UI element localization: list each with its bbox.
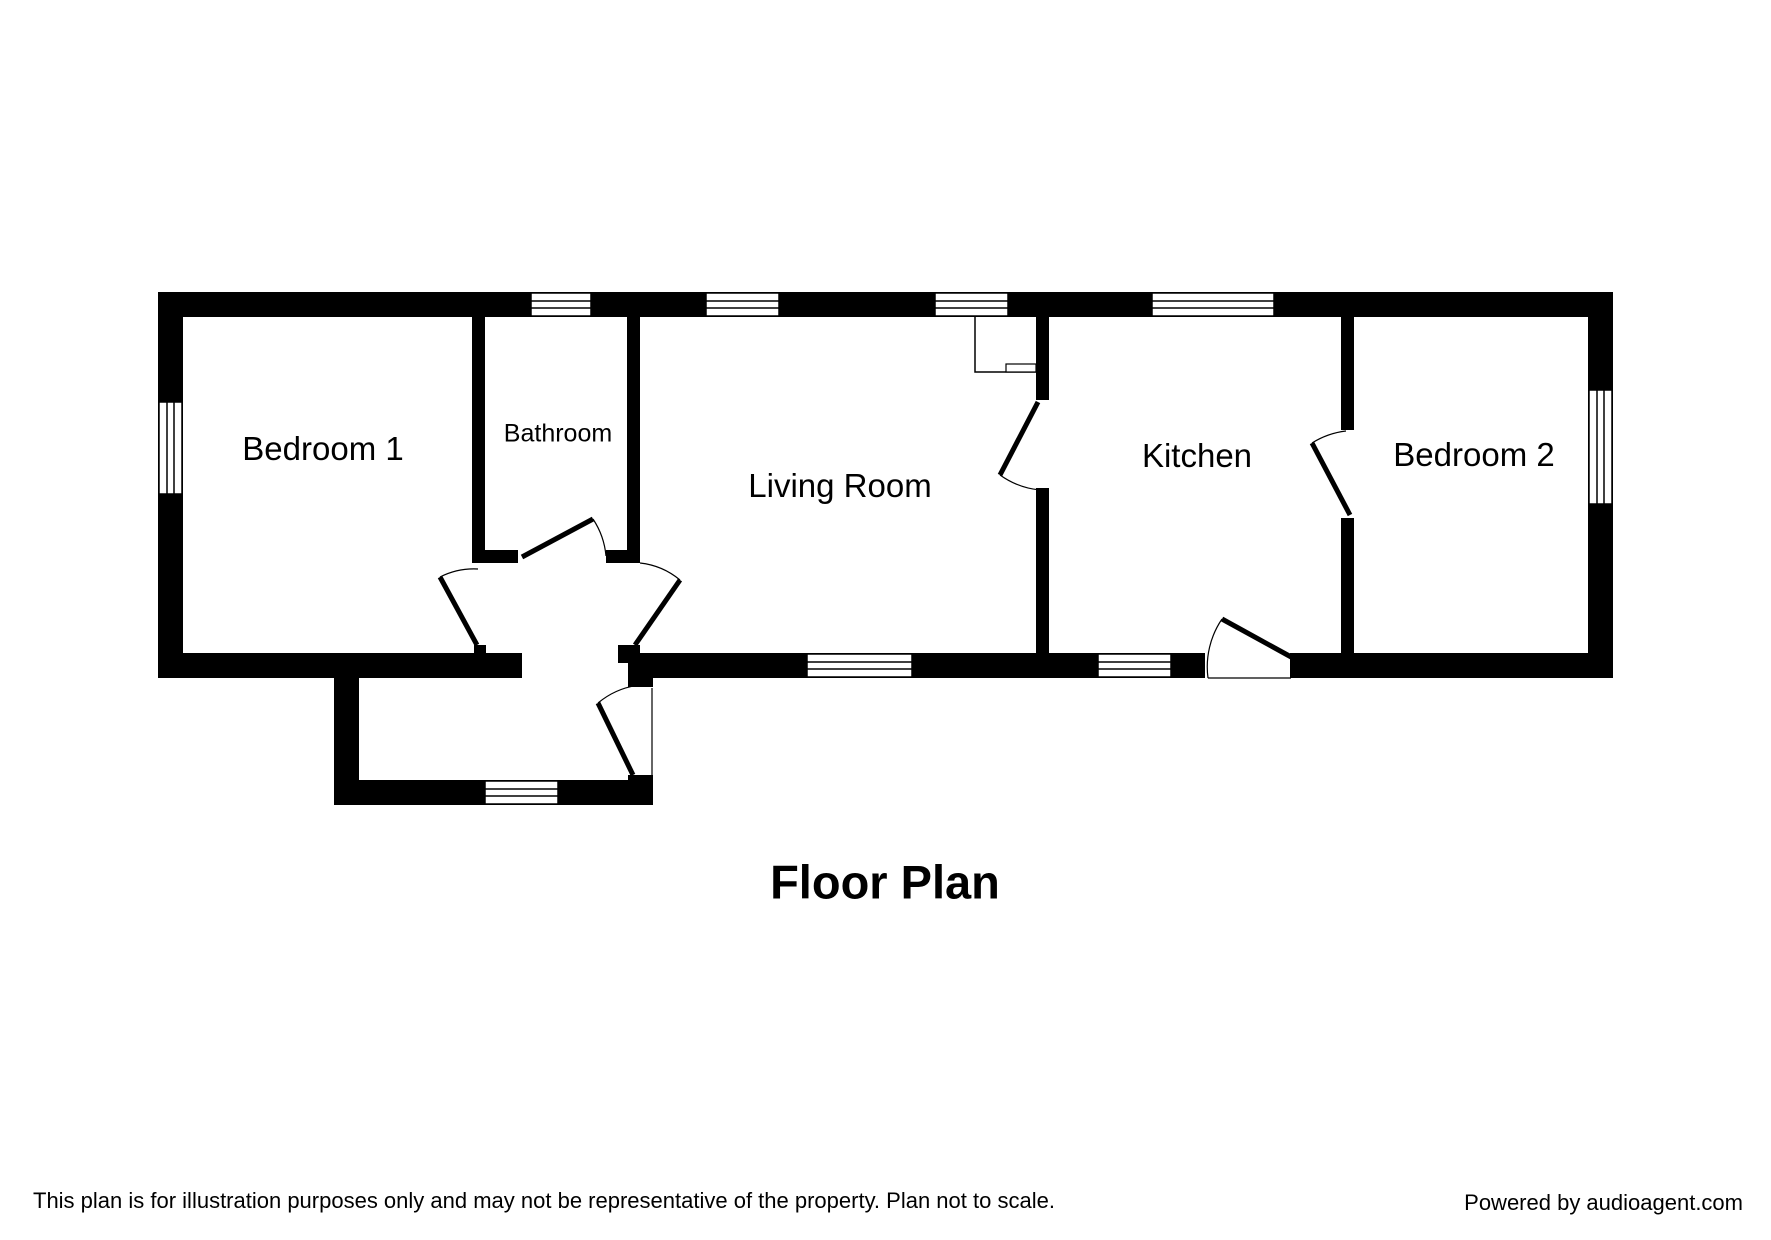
hall-bottom-left-stub: [474, 645, 486, 661]
exterior-walls: [158, 292, 1613, 805]
doors: [437, 400, 1353, 777]
window-kitchen-bottom: [1097, 653, 1172, 678]
interior-walls: [472, 317, 1354, 685]
kitchen-bedroom2-wall-upper: [1341, 317, 1354, 430]
living-kitchen-wall-upper: [1036, 317, 1049, 400]
door-kitchen-back: [1206, 616, 1295, 679]
top-wall: [158, 292, 1613, 317]
window-living-top-2: [934, 292, 1009, 317]
door-bathroom: [520, 516, 607, 560]
window-living-bottom: [806, 653, 913, 678]
bathroom-living-wall: [627, 317, 640, 562]
door-bedroom2: [1309, 430, 1353, 517]
kitchen-bedroom2-wall-lower: [1341, 518, 1354, 658]
window-living-top-1: [705, 292, 780, 317]
windows: [158, 292, 1613, 805]
bathroom-bottom-wall-left: [472, 550, 518, 563]
door-living-room: [632, 562, 683, 647]
window-bedroom2-right: [1588, 389, 1613, 505]
room-label-living-room: Living Room: [748, 467, 932, 504]
room-label-bathroom: Bathroom: [503, 419, 613, 448]
bedroom1-bathroom-wall: [472, 317, 485, 562]
door-kitchen: [997, 400, 1041, 491]
room-label-kitchen: Kitchen: [1141, 437, 1253, 474]
window-kitchen-top: [1151, 292, 1275, 317]
window-porch-bottom: [484, 780, 559, 805]
door-front: [595, 684, 653, 777]
window-bathroom: [530, 292, 592, 317]
hall-bottom-right-stub: [618, 645, 630, 663]
hall-bottom-right-stub2: [628, 645, 640, 685]
room-label-bedroom1: Bedroom 1: [242, 430, 404, 467]
door-bedroom1: [437, 568, 480, 647]
window-bedroom1-left: [158, 401, 183, 495]
cupboard: [974, 317, 1037, 373]
page-title: Floor Plan: [770, 855, 1000, 909]
room-label-bedroom2: Bedroom 2: [1393, 436, 1555, 473]
bottom-wall-bedroom2: [1290, 653, 1613, 678]
living-kitchen-wall-lower: [1036, 488, 1049, 658]
credit-link[interactable]: Powered by audioagent.com: [1464, 1190, 1743, 1215]
disclaimer-text: This plan is for illustration purposes o…: [33, 1188, 1055, 1213]
porch-right-wall-stub-lower: [628, 775, 653, 805]
